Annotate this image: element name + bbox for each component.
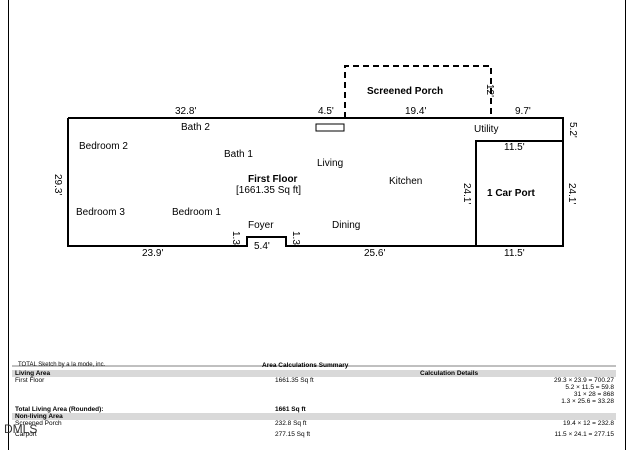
room-bath-2: Bath 2 (181, 122, 210, 133)
dim-bottom-mid: 25.6' (364, 248, 386, 259)
room-kitchen: Kitchen (389, 176, 423, 187)
room-bath-1: Bath 1 (224, 149, 253, 160)
summary-title: Area Calculations Summary (262, 362, 349, 369)
calc-line: 1.3 × 25.6 = 33.28 (561, 398, 614, 405)
first-floor-label: First Floor (15, 377, 45, 384)
dim-notch-right: 1.3' (290, 231, 301, 247)
room-foyer: Foyer (248, 220, 274, 231)
living-area-band (12, 370, 616, 377)
dim-carport-side: 24.1' (566, 183, 577, 205)
dim-bottom-left: 23.9' (142, 248, 164, 259)
room-carport: 1 Car Port (487, 188, 535, 199)
dim-bottom-notch: 5.4' (254, 241, 270, 252)
carport-outline (475, 140, 564, 247)
porch-value: 232.8 Sq ft (275, 420, 307, 427)
dim-notch-left: 1.3' (230, 231, 241, 247)
first-floor-value: 1661.35 Sq ft (275, 377, 314, 384)
room-utility: Utility (474, 124, 499, 135)
nonliving-header: Non-living Area (15, 413, 63, 420)
dim-carport-top: 11.5' (504, 142, 525, 153)
room-bedroom-1: Bedroom 1 (172, 207, 221, 218)
room-dining: Dining (332, 220, 361, 231)
software-credit: TOTAL Sketch by a la mode, inc. (18, 362, 106, 368)
dim-top-left: 32.8' (175, 106, 197, 117)
living-area-header: Living Area (15, 370, 51, 377)
carport-calc: 11.5 × 24.1 = 277.15 (554, 431, 614, 438)
dim-kitchen-side: 24.1' (461, 183, 472, 205)
calc-line: 5.2 × 11.5 = 59.8 (565, 384, 614, 391)
calc-line: 29.3 × 23.9 = 700.27 (554, 377, 614, 384)
room-screened-porch: Screened Porch (367, 86, 444, 97)
carport-value: 277.15 Sq ft (275, 431, 311, 438)
dim-top-right: 9.7' (515, 106, 531, 117)
main-outline (67, 117, 564, 247)
dim-top-porch: 19.4' (405, 106, 427, 117)
porch-calc: 19.4 × 12 = 232.8 (563, 420, 614, 427)
mls-watermark: DMLS (4, 422, 38, 436)
calc-line: 31 × 28 = 868 (573, 391, 614, 398)
porch-outline (344, 65, 492, 118)
room-living: Living (317, 158, 344, 169)
total-label: Total Living Area (Rounded): (15, 406, 104, 413)
room-bedroom-3: Bedroom 3 (76, 207, 125, 218)
total-value: 1661 Sq ft (275, 406, 306, 413)
dim-bottom-right: 11.5' (504, 248, 525, 259)
carport-label: Carport (15, 431, 37, 438)
page-frame (8, 0, 626, 450)
dim-top-mid: 4.5' (318, 106, 334, 117)
nonliving-band (12, 413, 616, 420)
fixture-mark (315, 123, 345, 132)
dim-utility-side: 5.2' (567, 122, 578, 138)
calc-details-header: Calculation Details (420, 370, 479, 377)
floor-title: First Floor (248, 174, 298, 185)
room-bedroom-2: Bedroom 2 (79, 141, 128, 152)
dim-porch-side: 12' (484, 84, 495, 98)
floor-area: [1661.35 Sq ft] (236, 185, 302, 196)
porch-label: Screened Porch (15, 420, 62, 427)
dim-left-side: 29.3' (52, 174, 63, 196)
